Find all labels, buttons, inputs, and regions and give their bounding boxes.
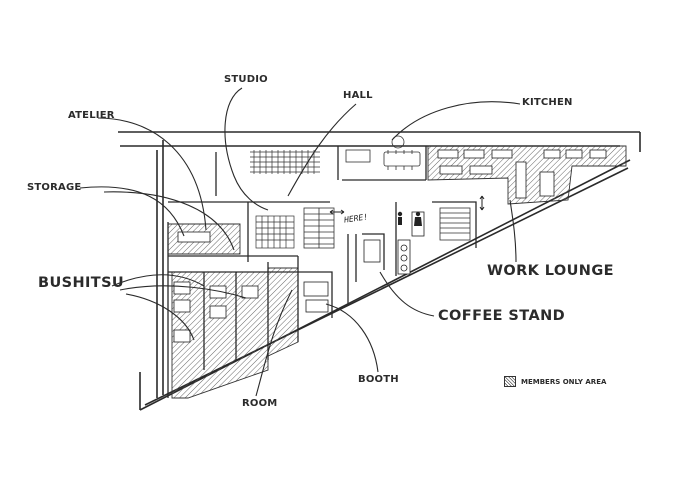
bushitsu-furniture [173, 231, 259, 343]
label-work-lounge: WORK LOUNGE [487, 263, 614, 279]
leader-booth [325, 303, 379, 373]
leader-bushitsu-2 [119, 285, 247, 299]
leader-storage-2 [103, 191, 235, 251]
label-room: ROOM [242, 398, 278, 409]
stairs [303, 207, 471, 249]
leader-bushitsu [111, 274, 205, 287]
label-atelier: ATELIER [68, 110, 115, 121]
leader-coffee-stand [379, 271, 435, 317]
studio-seats [250, 150, 320, 174]
leader-atelier [97, 117, 207, 231]
interior-walls [167, 146, 477, 398]
leader-studio [224, 87, 269, 211]
label-coffee-stand: COFFEE STAND [438, 308, 566, 324]
callout-lines [79, 87, 521, 397]
label-hall: HALL [343, 90, 373, 101]
direction-arrows [329, 195, 485, 215]
hall-seats [255, 215, 295, 249]
leader-bushitsu-3 [125, 293, 195, 341]
legend-members-only-text: MEMBERS ONLY AREA [521, 377, 607, 386]
booth-furniture [303, 281, 329, 313]
leader-storage [79, 186, 185, 237]
leader-work-lounge [509, 199, 517, 263]
label-studio: STUDIO [224, 74, 268, 85]
restroom-icon [397, 211, 422, 226]
kitchen-table [345, 135, 421, 170]
leader-room [255, 289, 293, 397]
legend: MEMBERS ONLY AREA [504, 376, 606, 387]
legend-hatch-swatch [504, 376, 516, 387]
leader-kitchen [391, 101, 521, 141]
work-lounge-furniture [437, 149, 607, 199]
label-kitchen: KITCHEN [522, 97, 573, 108]
label-booth: BOOTH [358, 374, 399, 385]
label-storage: STORAGE [27, 182, 82, 193]
label-bushitsu: BUSHITSU [38, 275, 125, 291]
leader-hall [287, 103, 357, 197]
